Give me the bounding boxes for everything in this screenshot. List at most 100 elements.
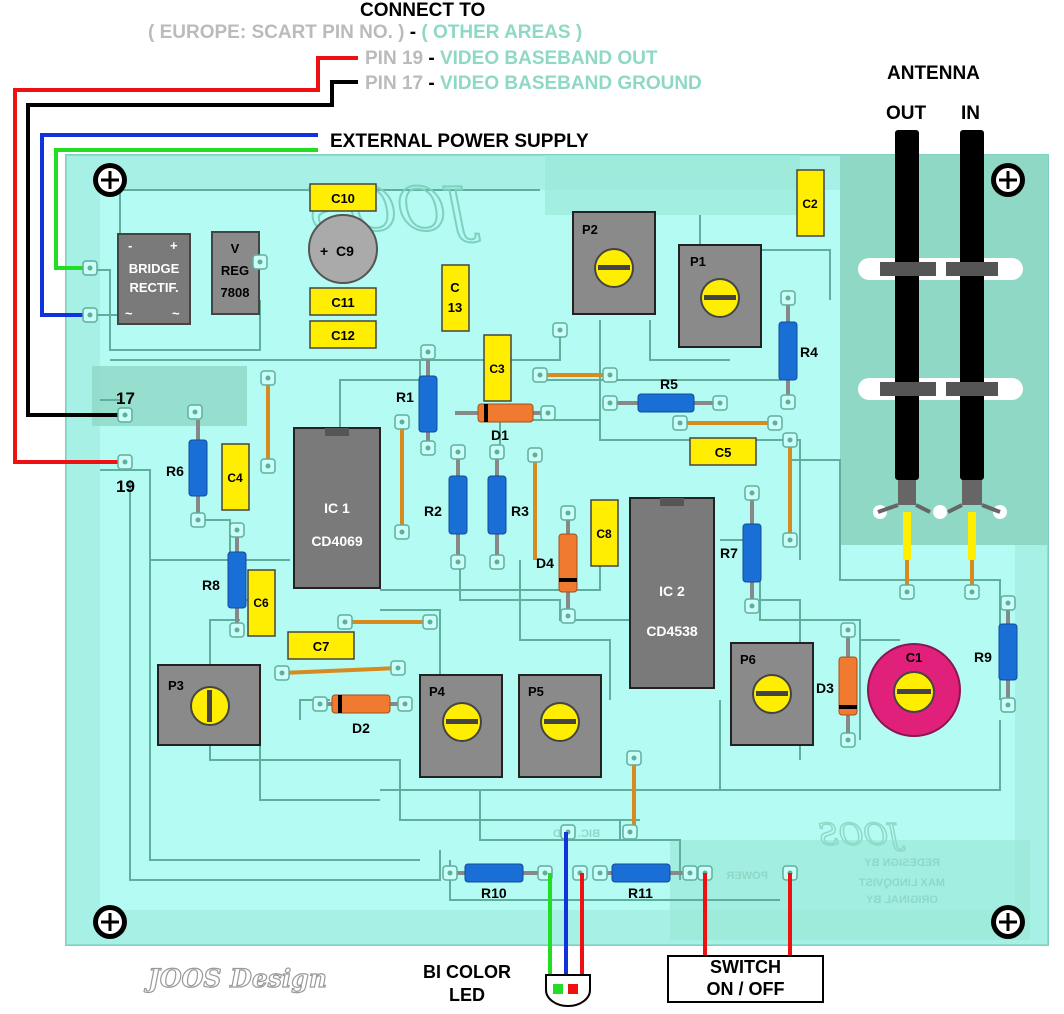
capacitor-c12: C12 — [309, 320, 377, 349]
diode-d4: D4 — [536, 515, 578, 615]
r7-label: R7 — [720, 545, 738, 561]
vreg-label-3: 7808 — [221, 285, 250, 300]
mounting-hole-icon — [93, 163, 127, 197]
silkscreen-power: POWER — [726, 870, 768, 882]
antenna-out-label: OUT — [886, 103, 927, 124]
switch-label: SWITCH ON / OFF — [668, 956, 823, 1000]
antenna-title: ANTENNA — [887, 63, 980, 84]
antenna-in-label: IN — [961, 103, 980, 124]
resistor-r2: R2 — [424, 455, 468, 560]
pot-screw-icon — [190, 686, 230, 726]
ic2: IC 2 CD4538 — [629, 497, 715, 689]
pot-p1: P1 — [678, 244, 762, 348]
pot-screw-icon — [540, 702, 580, 742]
pot-screw-icon — [752, 674, 792, 714]
pin19-desc: VIDEO BASEBAND OUT — [439, 48, 658, 69]
resistor-r1: R1 — [396, 355, 438, 445]
other-areas-label: ( OTHER AREAS ) — [421, 22, 583, 43]
c13-label-2: 13 — [448, 300, 462, 315]
pot-p3: P3 — [157, 664, 261, 746]
p4-label: P4 — [429, 684, 446, 699]
pot-p4: P4 — [419, 674, 503, 778]
capacitor-c7: C7 — [287, 631, 355, 660]
scart-dash: - — [409, 22, 417, 43]
resistor-r8: R8 — [202, 530, 247, 630]
p3-label: P3 — [168, 678, 184, 693]
mounting-hole-icon — [93, 905, 127, 939]
capacitor-c2: C2 — [796, 169, 825, 237]
c9-plus: + — [320, 243, 328, 259]
silkscreen-redesign: REDESIGN BY — [864, 857, 940, 869]
resistor-r11: R11 — [600, 863, 690, 901]
c10-label: C10 — [331, 191, 355, 206]
c2-label: C2 — [802, 197, 818, 211]
capacitor-c8: C8 — [590, 499, 619, 567]
r8-label: R8 — [202, 577, 220, 593]
top-copper-area — [545, 155, 800, 215]
r4-label: R4 — [800, 344, 818, 360]
scart-line: ( EUROPE: SCART PIN NO. ) - ( OTHER AREA… — [148, 22, 582, 44]
p2-label: P2 — [582, 222, 598, 237]
voltage-regulator: V REG 7808 — [211, 231, 260, 315]
r2-label: R2 — [424, 503, 442, 519]
connect-to-label: CONNECT TO — [360, 0, 486, 21]
switch-line1: SWITCH — [710, 957, 781, 977]
external-power-label: EXTERNAL POWER SUPPLY — [330, 131, 589, 152]
c9-label: C9 — [336, 243, 354, 259]
bottom-right-copper — [670, 840, 1030, 940]
bridge-minus: - — [128, 238, 132, 253]
r6-label: R6 — [166, 463, 184, 479]
resistor-r9: R9 — [974, 605, 1018, 705]
switch-line2: ON / OFF — [706, 979, 785, 999]
d4-label: D4 — [536, 555, 554, 571]
resistor-r3: R3 — [487, 455, 529, 560]
c12-label: C12 — [331, 328, 355, 343]
silkscreen-logo-small: JOOS — [818, 818, 906, 853]
c4-label: C4 — [227, 471, 243, 485]
p1-label: P1 — [690, 254, 706, 269]
diode-d1: D1 — [455, 403, 548, 443]
capacitor-c3: C3 — [483, 334, 512, 402]
r11-label: R11 — [628, 885, 653, 901]
switch-box — [667, 955, 824, 1003]
r9-label: R9 — [974, 649, 992, 665]
resistor-r7: R7 — [720, 495, 762, 605]
vreg-label-1: V — [231, 241, 240, 256]
pot-p5: P5 — [518, 674, 602, 778]
pin17-label: PIN 17 — [365, 73, 424, 94]
mounting-hole-icon — [991, 163, 1025, 197]
pin-17-label: 17 — [116, 389, 135, 408]
resistor-r5: R5 — [610, 376, 720, 413]
bridge-label-2: RECTIF. — [129, 280, 178, 295]
europe-scart-label: ( EUROPE: SCART PIN NO. ) — [148, 22, 405, 43]
silkscreen-original: ORIGINAL BY — [865, 894, 938, 906]
capacitor-c6: C6 — [247, 569, 276, 637]
bridge-rectifier: - + BRIDGE RECTIF. ~ ~ — [117, 233, 191, 325]
external-wires — [13, 56, 358, 464]
credit-label: JOOS Design — [147, 963, 327, 993]
led-wires — [548, 832, 584, 980]
pot-p6: P6 — [730, 642, 814, 746]
pin-19-label: 19 — [116, 477, 135, 496]
ic2-part: CD4538 — [646, 623, 698, 639]
led-icon — [545, 974, 591, 1007]
resistor-r4: R4 — [778, 300, 818, 400]
capacitor-c4: C4 — [221, 443, 250, 511]
antenna-cable-in — [946, 130, 1001, 590]
bridge-plus: + — [170, 238, 178, 253]
bridge-tilde-left: ~ — [125, 306, 133, 321]
c7-label: C7 — [313, 639, 330, 654]
c11-label: C11 — [331, 295, 354, 310]
d2-label: D2 — [352, 720, 370, 736]
r1-label: R1 — [396, 389, 414, 405]
c13-label-1: C — [450, 280, 460, 295]
pot-screw-icon — [442, 702, 482, 742]
pin17-line: PIN 17 - VIDEO BASEBAND GROUND — [365, 73, 702, 95]
pot-screw-icon — [700, 278, 740, 318]
resistor-r10: R10 — [450, 863, 545, 901]
mounting-hole-icon — [991, 905, 1025, 939]
resistor-r6: R6 — [166, 420, 208, 520]
c3-label: C3 — [489, 362, 505, 376]
pin19-line: PIN 19 - VIDEO BASEBAND OUT — [365, 48, 657, 70]
